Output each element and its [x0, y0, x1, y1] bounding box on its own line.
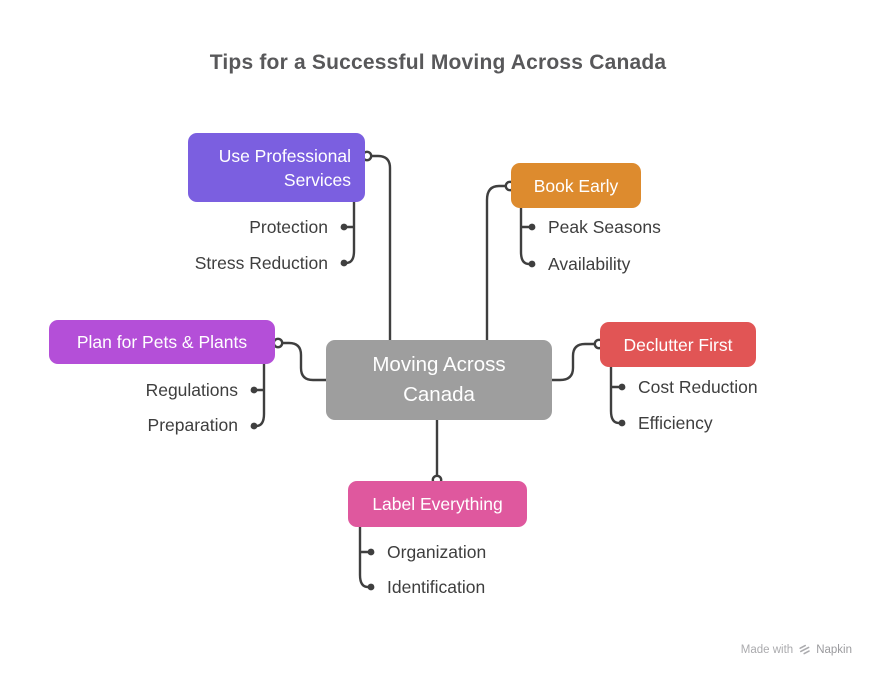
child-label-regulations[interactable]: Regulations — [145, 380, 238, 400]
child-label-efficiency[interactable]: Efficiency — [638, 413, 713, 433]
dot-identification — [367, 583, 375, 591]
node-use-professional-services[interactable]: Use Professional Services — [188, 133, 365, 202]
child-label-protection[interactable]: Protection — [249, 217, 328, 237]
dot-organization — [367, 548, 375, 556]
connector-plan-for-pets-plants — [281, 341, 328, 382]
node-declutter-first[interactable]: Declutter First — [600, 322, 756, 367]
port-plan-for-pets-plants — [272, 337, 284, 349]
node-declutter-first-label: Declutter First — [623, 334, 733, 355]
page-title: Tips for a Successful Moving Across Cana… — [209, 51, 667, 74]
node-plan-for-pets-plants-label: Plan for Pets & Plants — [76, 332, 248, 352]
node-moving-across-canada[interactable]: Moving Across Canada — [326, 340, 552, 420]
connector-book-early — [485, 184, 507, 342]
watermark-brand[interactable]: Napkin — [816, 643, 852, 656]
dot-efficiency — [618, 419, 626, 427]
napkin-logo-icon — [799, 644, 810, 655]
child-label-identification[interactable]: Identification — [387, 577, 486, 597]
node-use-professional-services-label: Use Professional Services — [218, 145, 351, 190]
dot-stress-reduction — [340, 259, 348, 267]
dot-protection — [340, 223, 348, 231]
dot-preparation — [250, 422, 258, 430]
watermark: Made with Napkin — [741, 643, 852, 656]
child-spine-plan-for-pets-plants — [254, 362, 266, 428]
node-label-everything[interactable]: Label Everything — [348, 481, 527, 527]
node-moving-across-canada-label: Moving Across Canada — [372, 353, 506, 406]
child-spine-label-everything — [358, 525, 370, 589]
node-book-early[interactable]: Book Early — [511, 163, 641, 208]
child-spine-declutter-first — [609, 365, 621, 425]
dot-peak-seasons — [528, 223, 536, 231]
child-label-cost-reduction[interactable]: Cost Reduction — [638, 377, 758, 397]
dot-regulations — [250, 386, 258, 394]
dot-availability — [528, 260, 536, 268]
connector-declutter-first — [550, 342, 596, 382]
node-book-early-label: Book Early — [533, 175, 619, 196]
child-label-availability[interactable]: Availability — [548, 254, 631, 274]
dot-cost-reduction — [618, 383, 626, 391]
connector-use-professional-services — [369, 154, 392, 342]
child-label-stress-reduction[interactable]: Stress Reduction — [194, 253, 328, 273]
child-label-preparation[interactable]: Preparation — [147, 415, 238, 435]
child-spine-use-professional-services — [344, 200, 356, 265]
watermark-prefix: Made with — [740, 643, 794, 656]
node-label-everything-label: Label Everything — [372, 494, 503, 514]
node-plan-for-pets-plants[interactable]: Plan for Pets & Plants — [49, 320, 275, 364]
child-label-organization[interactable]: Organization — [387, 542, 487, 562]
child-spine-book-early — [519, 206, 531, 266]
child-label-peak-seasons[interactable]: Peak Seasons — [548, 217, 661, 237]
